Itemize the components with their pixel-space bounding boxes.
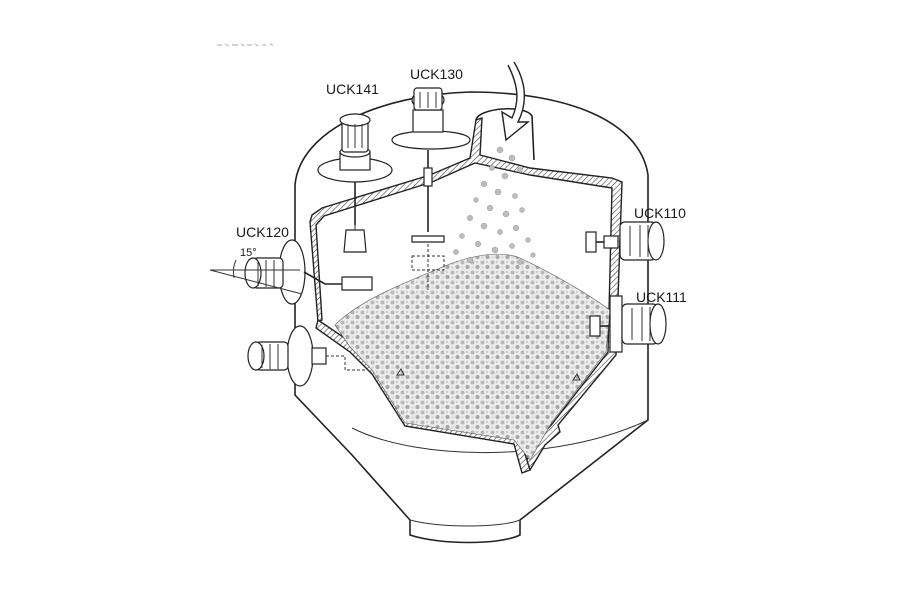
lower-left-sensor (247, 325, 365, 387)
label-uck120: UCK120 (236, 224, 289, 240)
material-pile (334, 253, 611, 461)
label-uck110: UCK110 (634, 205, 686, 221)
faint-header-mark (217, 43, 274, 47)
uck111-sensor (589, 295, 667, 353)
uck130-sensor (391, 87, 471, 290)
label-uck111: UCK111 (636, 289, 687, 305)
label-angle: 15° (240, 247, 257, 259)
uck120-sensor (209, 239, 373, 305)
uck110-sensor (585, 221, 665, 261)
falling-material (453, 146, 536, 265)
inlet-arrow-icon (501, 61, 530, 142)
label-uck141: UCK141 (326, 81, 379, 97)
uck141-sensor (317, 113, 393, 253)
label-uck130: UCK130 (410, 66, 463, 82)
